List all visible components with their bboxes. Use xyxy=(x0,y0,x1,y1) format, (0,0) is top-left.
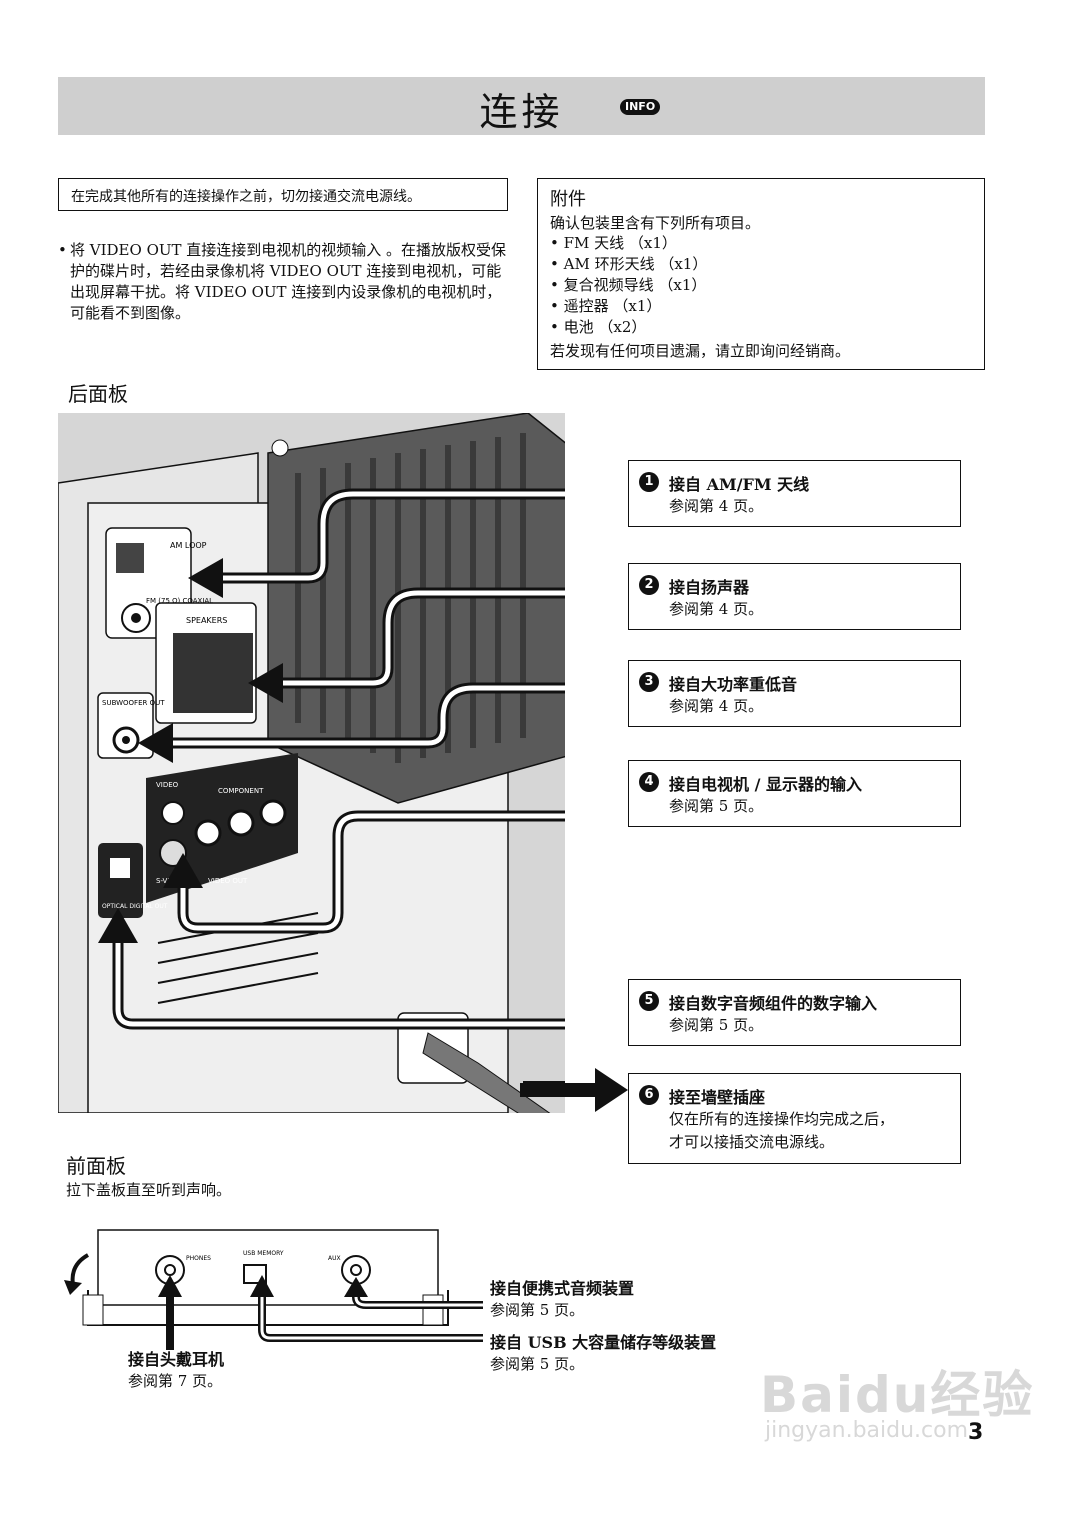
video-out-label: VIDEO OUT xyxy=(208,877,248,885)
callout-number: 3 xyxy=(639,672,659,692)
callout-number: 2 xyxy=(639,575,659,595)
callout-subwoofer: 3 接自大功率重低音 参阅第 4 页。 xyxy=(628,660,961,727)
phones-label: PHONES xyxy=(186,1255,211,1262)
speakers-label: SPEAKERS xyxy=(186,616,227,625)
accessories-title: 附件 xyxy=(550,189,586,210)
callout-power: 6 接至墙壁插座 仅在所有的连接操作均完成之后， 才可以接插交流电源线。 xyxy=(628,1073,961,1164)
callout-title: 接自电视机 / 显示器的输入 xyxy=(669,775,862,794)
am-loop-label: AM LOOP xyxy=(170,541,207,550)
callout-desc-line: 才可以接插交流电源线。 xyxy=(669,1133,835,1151)
callout-desc: 参阅第 4 页。 xyxy=(669,600,764,618)
callout-number: 4 xyxy=(639,772,659,792)
info-badge: INFO xyxy=(620,99,661,115)
aux-label: AUX xyxy=(328,1255,341,1262)
usb-device-desc: 参阅第 5 页。 xyxy=(490,1355,585,1373)
subwoofer-label: SUBWOOFER OUT xyxy=(102,699,165,707)
callout-number: 5 xyxy=(639,991,659,1011)
video-label: VIDEO xyxy=(156,781,179,789)
accessories-footer: 若发现有任何项目遗漏，请立即询问经销商。 xyxy=(550,342,851,360)
fm-coaxial-label: FM (75 Ω) COAXIAL xyxy=(146,597,213,605)
rear-panel-illustration: AM LOOP FM (75 Ω) COAXIAL SPEAKERS SUBWO… xyxy=(58,413,565,1113)
optical-jack xyxy=(98,843,143,918)
power-arrow xyxy=(520,1068,628,1112)
rear-panel-heading: 后面板 xyxy=(68,382,128,406)
headphones-label: 接自头戴耳机 xyxy=(128,1350,225,1369)
callout-antenna: 1 接自 AM/FM 天线 参阅第 4 页。 xyxy=(628,460,961,527)
front-panel-heading: 前面板 xyxy=(66,1154,126,1178)
accessories-box: 附件 确认包装里含有下列所有项目。 • FM 天线 （x1） • AM 环形天线… xyxy=(537,178,985,370)
note-text: 将 VIDEO OUT 直接连接到电视机的视频输入 。在播放版权受保护的碟片时，… xyxy=(70,241,507,322)
accessory-item: • AM 环形天线 （x1） xyxy=(550,255,708,273)
warning-text: 在完成其他所有的连接操作之前，切勿接通交流电源线。 xyxy=(71,189,421,205)
usb-memory-label: USB MEMORY xyxy=(243,1250,284,1257)
callout-title: 接自大功率重低音 xyxy=(669,675,798,694)
callout-digital: 5 接自数字音频组件的数字输入 参阅第 5 页。 xyxy=(628,979,961,1046)
page-number: 3 xyxy=(968,1420,984,1445)
watermark-url: jingyan.baidu.com xyxy=(765,1418,969,1443)
front-panel-illustration: PHONES USB MEMORY AUX xyxy=(64,1229,483,1350)
accessory-item: • 电池 （x2） xyxy=(550,318,647,336)
accessory-item: • 复合视频导线 （x1） xyxy=(550,276,707,294)
callout-desc: 参阅第 5 页。 xyxy=(669,797,764,815)
accessory-item: • FM 天线 （x1） xyxy=(550,234,677,252)
callout-desc: 仅在所有的连接操作均完成之后， 才可以接插交流电源线。 xyxy=(669,1108,894,1154)
callout-number: 6 xyxy=(639,1085,659,1105)
component-label: COMPONENT xyxy=(218,787,264,795)
optical-label: OPTICAL DIGITAL OUT xyxy=(102,903,168,910)
accessories-list: • FM 天线 （x1） • AM 环形天线 （x1） • 复合视频导线 （x1… xyxy=(550,233,707,338)
callout-title: 接至墙壁插座 xyxy=(669,1088,766,1107)
video-out-note: • 将 VIDEO OUT 直接连接到电视机的视频输入 。在播放版权受保护的碟片… xyxy=(58,240,508,324)
callout-number: 1 xyxy=(639,472,659,492)
portable-audio-desc: 参阅第 5 页。 xyxy=(490,1301,585,1319)
callout-desc: 参阅第 4 页。 xyxy=(669,497,764,515)
title-band: 连接 INFO xyxy=(58,77,985,135)
callout-title: 接自扬声器 xyxy=(669,578,750,597)
callout-title: 接自 AM/FM 天线 xyxy=(669,475,810,494)
accessories-intro: 确认包装里含有下列所有项目。 xyxy=(550,214,761,232)
page-title: 连接 xyxy=(479,90,564,134)
portable-audio-label: 接自便携式音频装置 xyxy=(490,1279,635,1298)
callout-speakers: 2 接自扬声器 参阅第 4 页。 xyxy=(628,563,961,630)
usb-device-label: 接自 USB 大容量储存等级装置 xyxy=(490,1333,717,1352)
callout-desc: 参阅第 5 页。 xyxy=(669,1016,764,1034)
callout-desc-line: 仅在所有的连接操作均完成之后， xyxy=(669,1110,895,1128)
headphones-desc: 参阅第 7 页。 xyxy=(128,1372,223,1390)
callout-tv: 4 接自电视机 / 显示器的输入 参阅第 5 页。 xyxy=(628,760,961,827)
front-panel-subtitle: 拉下盖板直至听到声响。 xyxy=(66,1181,232,1199)
watermark-logo: Baidu经验 xyxy=(760,1366,1035,1424)
callout-title: 接自数字音频组件的数字输入 xyxy=(669,994,878,1013)
accessory-item: • 遥控器 （x1） xyxy=(550,297,662,315)
callout-desc: 参阅第 4 页。 xyxy=(669,697,764,715)
note-bullet: • xyxy=(58,241,67,259)
warning-box: 在完成其他所有的连接操作之前，切勿接通交流电源线。 xyxy=(58,178,508,211)
